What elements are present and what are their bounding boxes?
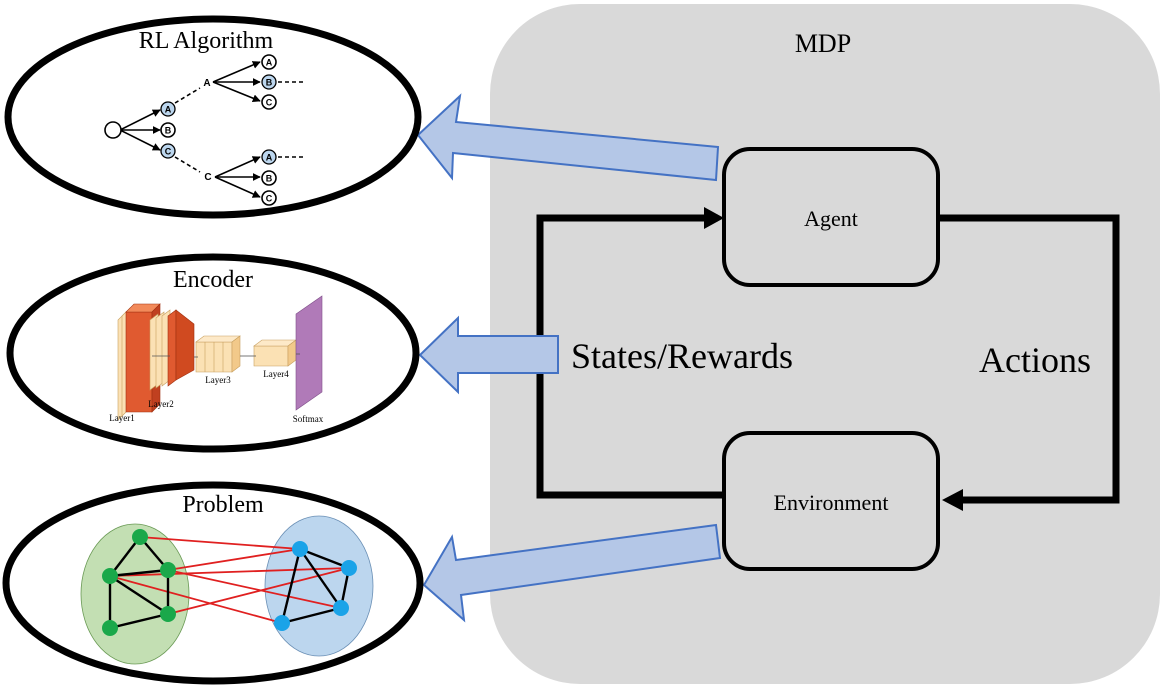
problem-title: Problem [182, 492, 264, 518]
cross-edges [109, 536, 350, 624]
softmax-block [295, 295, 323, 411]
mdp-title: MDP [795, 29, 851, 58]
root-node [104, 121, 122, 139]
rl-algorithm-panel: RL Algorithm A B [4, 15, 422, 219]
environment-node: Environment [722, 431, 940, 571]
blue-nodes [274, 541, 357, 631]
node-c-label: C [165, 147, 172, 157]
states-rewards-arrowhead [704, 207, 724, 229]
agent-node: Agent [722, 147, 940, 287]
leaf-c2-label: C [266, 194, 273, 204]
layer1-block [125, 311, 153, 413]
node-a-label: A [165, 105, 172, 115]
encoder-title: Encoder [173, 267, 253, 293]
states-rewards-label: States/Rewards [571, 336, 793, 376]
branch-c-label: C [204, 172, 211, 183]
encoder-panel: Encoder [6, 253, 420, 453]
search-tree [119, 61, 305, 198]
actions-label: Actions [979, 340, 1091, 380]
actions-arrow [938, 214, 1120, 504]
agent-to-rl-arrow [416, 93, 720, 182]
environment-to-problem-arrow [422, 523, 722, 623]
search-tree-nodes: A B C A C A B C A B C [104, 54, 277, 206]
layer2-label: Layer2 [148, 399, 173, 409]
actions-arrowhead [942, 489, 963, 511]
environment-label: Environment [774, 490, 889, 515]
layer2-block [167, 309, 177, 387]
rl-algorithm-title: RL Algorithm [139, 28, 274, 54]
agent-label: Agent [804, 206, 858, 231]
leaf-b2-label: B [266, 174, 273, 184]
leaf-c1-label: C [266, 98, 273, 108]
states-to-encoder-arrow [418, 315, 559, 395]
layer3-label: Layer3 [205, 375, 231, 385]
layer4-block [253, 345, 289, 367]
leaf-a2-label: A [266, 153, 273, 163]
problem-panel: Problem [2, 481, 424, 685]
green-nodes [102, 529, 176, 636]
leaf-a1-label: A [266, 58, 273, 68]
layer1-label: Layer1 [109, 413, 134, 423]
layer4-label: Layer4 [263, 369, 289, 379]
cnn-layers [117, 295, 323, 421]
branch-a-label: A [203, 78, 210, 89]
softmax-label: Softmax [293, 414, 324, 424]
mapping-arrows [416, 93, 722, 623]
leaf-b1-label: B [266, 78, 273, 88]
node-b-label: B [165, 126, 172, 136]
